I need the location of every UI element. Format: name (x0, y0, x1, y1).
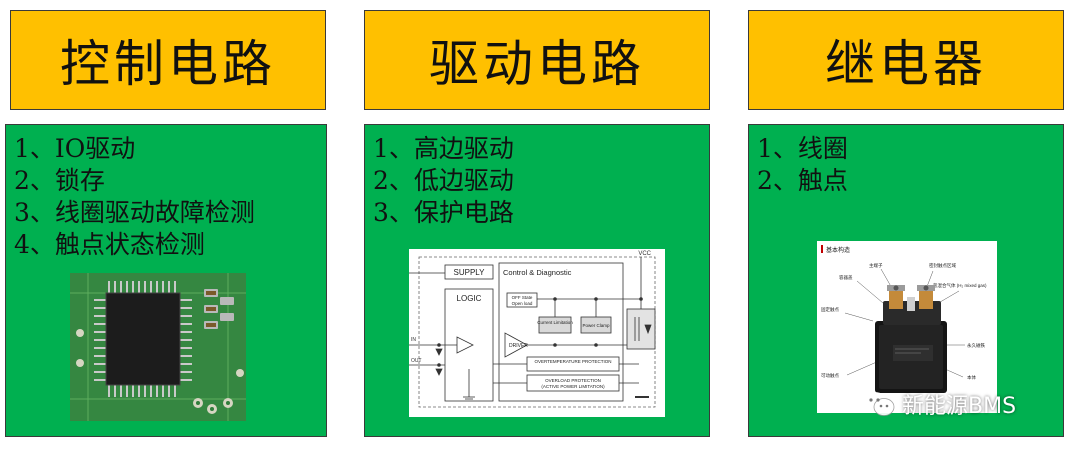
panel-relay: 1、线圈 2、触点 基本构造 主端子 容器盖 密封触点区域 氢混合气体 (H₂ … (748, 124, 1064, 437)
active-power-label: (ACTIVE POWER LIMITATION) (541, 384, 605, 389)
overtemp-label: OVERTEMPERATURE PROTECTION (534, 359, 611, 364)
wechat-icon (863, 392, 895, 416)
power-clamp-label: Power Clamp (582, 323, 610, 328)
relay-label: 容器盖 (839, 274, 853, 281)
list-item: 3、线圈驱动故障检测 (14, 198, 255, 227)
pcb-illustration (70, 273, 246, 421)
list-item: 2、触点 (757, 166, 848, 195)
relay-label: 氢混合气体 (H₂ mixed gas) (933, 282, 987, 289)
relay-caption: 基本构造 (826, 246, 850, 254)
relay-label: 密封触点区域 (929, 262, 956, 269)
list-item: 4、触点状态检测 (14, 230, 205, 259)
list-item: 2、低边驱动 (373, 166, 514, 195)
block-diagram-svg: VCC SUPPLY LOGIC Control & Diagnostic OF… (409, 251, 656, 408)
pin-in-label: IN (411, 337, 416, 343)
pin-vcc-label: VCC (638, 251, 651, 257)
watermark: 新能源BMS (862, 388, 1016, 420)
current-limitation-label: Current Limitation (537, 320, 573, 325)
header-control-circuit: 控制电路 (10, 10, 326, 110)
panel-control-circuit: 1、IO驱动 2、锁存 3、线圈驱动故障检测 4、触点状态检测 (5, 124, 327, 437)
list-item: 2、锁存 (14, 166, 105, 195)
panel-drive-circuit: 1、高边驱动 2、低边驱动 3、保护电路 VCC SUPPLY LOGIC Co… (364, 124, 710, 437)
control-circuit-list: 1、IO驱动 2、锁存 3、线圈驱动故障检测 4、触点状态检测 (14, 133, 255, 261)
open-load-label: Open load (512, 301, 533, 306)
overload-label: OVERLOAD PROTECTION (545, 378, 601, 383)
mcu-board-photo (70, 273, 246, 421)
relay-label: 永久磁铁 (967, 342, 985, 349)
list-item: 1、线圈 (757, 134, 848, 163)
relay-label: 主端子 (869, 262, 883, 269)
supply-label: SUPPLY (454, 268, 486, 277)
driver-label: DRIVER (509, 343, 528, 349)
list-item: 1、高边驱动 (373, 134, 514, 163)
relay-label: 可动触点 (821, 372, 839, 379)
header-relay: 继电器 (748, 10, 1064, 110)
logic-label: LOGIC (457, 294, 482, 303)
relay-list: 1、线圈 2、触点 (757, 133, 848, 197)
relay-label: 固定触点 (821, 306, 839, 313)
pin-out-label: OUT (411, 358, 422, 364)
list-item: 1、IO驱动 (14, 134, 136, 163)
driver-block-diagram: VCC SUPPLY LOGIC Control & Diagnostic OF… (409, 249, 665, 417)
watermark-text: 新能源BMS (902, 394, 1017, 419)
off-state-label: OFF State (512, 295, 533, 300)
relay-photo: 基本构造 主端子 容器盖 密封触点区域 氢混合气体 (H₂ mixed gas)… (817, 241, 997, 413)
list-item: 3、保护电路 (373, 198, 514, 227)
relay-label: 本体 (967, 374, 976, 381)
relay-illustration: 基本构造 主端子 容器盖 密封触点区域 氢混合气体 (H₂ mixed gas)… (821, 245, 987, 393)
header-drive-circuit: 驱动电路 (364, 10, 710, 110)
control-diag-label: Control & Diagnostic (503, 268, 572, 277)
drive-circuit-list: 1、高边驱动 2、低边驱动 3、保护电路 (373, 133, 514, 229)
